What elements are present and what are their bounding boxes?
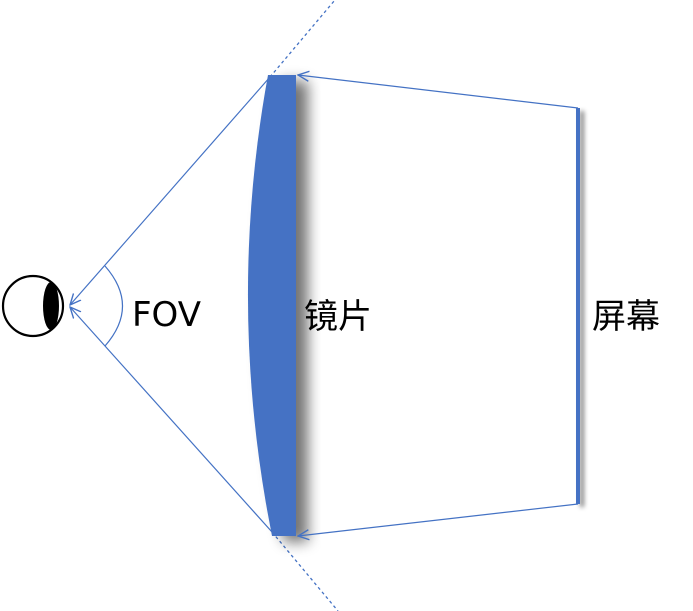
ray-bottom-to-eye <box>70 307 273 533</box>
fov-extension-bottom <box>271 531 339 611</box>
ray-top-to-eye <box>70 76 271 305</box>
screen-label: 屏幕 <box>592 297 660 337</box>
screen <box>576 108 580 504</box>
lens-label: 镜片 <box>304 297 372 337</box>
ray-screen-top-to-lens <box>298 75 579 109</box>
eye-icon <box>1 274 65 338</box>
fov-angle-arc <box>104 265 124 347</box>
fov-label: FOV <box>132 295 201 335</box>
eye-pupil <box>43 282 59 330</box>
fov-extension-top <box>269 0 336 78</box>
lens <box>247 75 296 536</box>
ray-screen-bottom-to-lens <box>298 503 579 536</box>
